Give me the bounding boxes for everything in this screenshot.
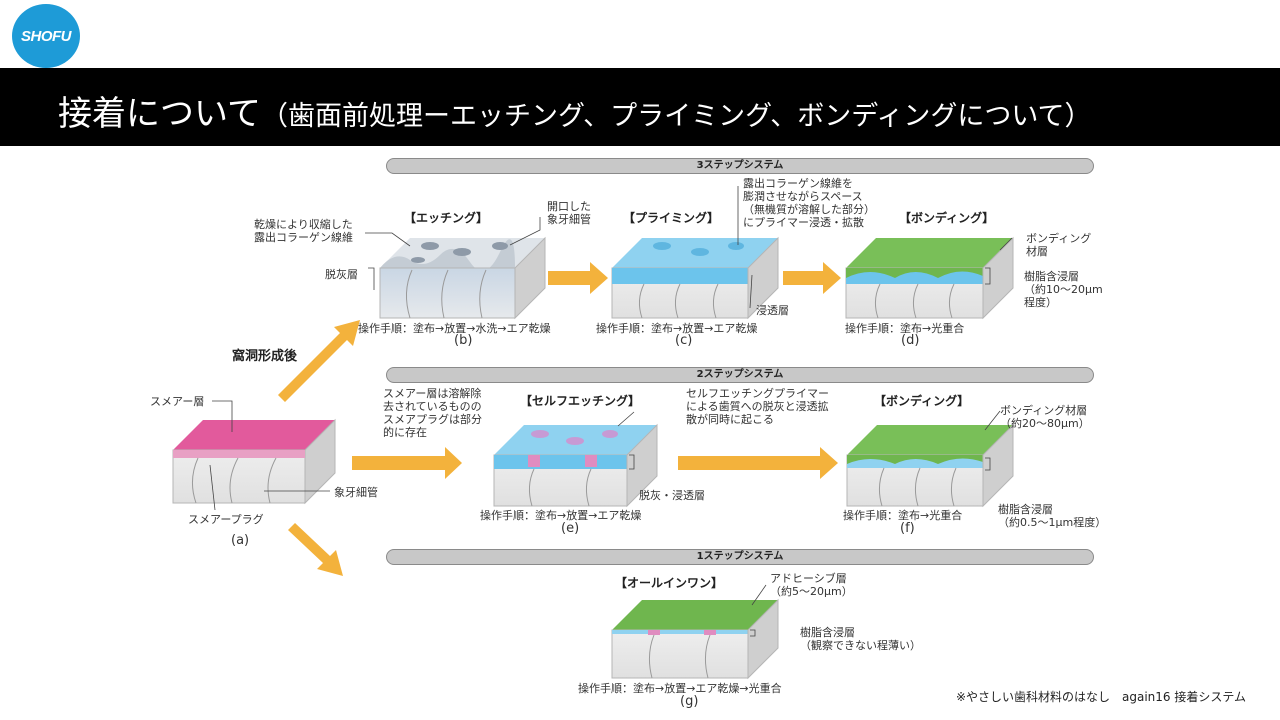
label-smear-note: スメアー層は溶解除去されているもののスメアプラグは部分的に存在: [383, 387, 482, 439]
procedure-b: 操作手順：塗布→放置→水洗→エア乾燥: [358, 322, 551, 335]
arrow-a-e: [352, 447, 462, 479]
label-decal-pen: 脱灰・浸透層: [639, 489, 705, 502]
system-bar-1step: 1ステップシステム: [386, 549, 1094, 565]
page-subtitle: （歯面前処理ーエッチング、プライミング、ボンディングについて）: [260, 101, 1092, 132]
system-bar-2step: 2ステップシステム: [386, 367, 1094, 383]
arrow-e-f: [678, 447, 838, 479]
label-bonding-layer: ボンディング材層: [1026, 232, 1092, 258]
letter-b: (b): [454, 333, 473, 348]
label-resin-g: 樹脂含浸層（観察できない程薄い）: [800, 626, 921, 652]
title-bar: 接着について（歯面前処理ーエッチング、プライミング、ボンディングについて）: [0, 68, 1280, 146]
source-credit: ※やさしい歯科材料のはなし again16 接着システム: [955, 690, 1246, 704]
label-resin-f: 樹脂含浸層（約0.5〜1μm程度）: [998, 503, 1107, 529]
block-c: [611, 236, 779, 320]
stage-allinone: 【オールインワン】: [615, 576, 724, 590]
page-title: 接着について（歯面前処理ーエッチング、プライミング、ボンディングについて）: [58, 94, 1092, 134]
stage-self-etching: 【セルフエッチング】: [520, 394, 641, 408]
block-a: [172, 418, 336, 505]
arrow-c-d: [783, 262, 841, 294]
procedure-g: 操作手順：塗布→放置→エア乾燥→光重合: [578, 682, 782, 695]
label-smear-plug: スメアープラグ: [188, 513, 264, 526]
letter-a: (a): [231, 533, 250, 548]
procedure-e: 操作手順：塗布→放置→エア乾燥: [480, 509, 642, 522]
block-b: [379, 236, 546, 320]
arrow-a-g: [288, 523, 343, 576]
stage-priming: 【プライミング】: [623, 211, 720, 225]
arrow-a-b: [278, 320, 360, 402]
block-f: [846, 423, 1014, 508]
stage-etching: 【エッチング】: [404, 211, 489, 225]
letter-g: (g): [680, 694, 699, 709]
stage-bonding-3step: 【ボンディング】: [899, 211, 995, 225]
letter-e: (e): [561, 521, 580, 536]
letter-c: (c): [675, 333, 693, 348]
label-dentin-tubule-a: 象牙細管: [334, 486, 378, 499]
label-decalcified: 脱灰層: [325, 268, 358, 281]
label-cavity-after: 窩洞形成後: [232, 349, 298, 364]
label-bond-f: ボンディング材層（約20〜80μm）: [1000, 404, 1090, 430]
block-g: [611, 598, 779, 680]
procedure-d: 操作手順：塗布→光重合: [845, 322, 965, 335]
arrow-b-c: [548, 262, 608, 294]
label-self-note: セルフエッチングプライマーによる歯質への脱灰と浸透拡散が同時に起こる: [686, 387, 829, 426]
label-open-tubule: 開口した象牙細管: [547, 200, 591, 226]
letter-f: (f): [900, 521, 915, 536]
block-e: [493, 423, 658, 508]
label-smear-layer: スメアー層: [150, 395, 205, 408]
label-shrunk-collagen: 乾燥により収縮した露出コラーゲン線維: [254, 218, 353, 244]
block-d: [845, 236, 1014, 320]
stage-bonding-2step: 【ボンディング】: [874, 394, 970, 408]
procedure-c: 操作手順：塗布→放置→エア乾燥: [596, 322, 758, 335]
shofu-logo: SHOFU: [12, 4, 80, 68]
letter-d: (d): [901, 333, 920, 348]
label-primer-note: 露出コラーゲン線維を膨潤させながらスペース（無機質が溶解した部分）にプライマー浸…: [743, 177, 875, 229]
system-bar-3step: 3ステップシステム: [386, 158, 1094, 174]
label-adhesive: アドヒーシブ層（約5〜20μm）: [770, 572, 853, 598]
label-penetration: 浸透層: [756, 304, 789, 317]
procedure-f: 操作手順：塗布→光重合: [843, 509, 963, 522]
